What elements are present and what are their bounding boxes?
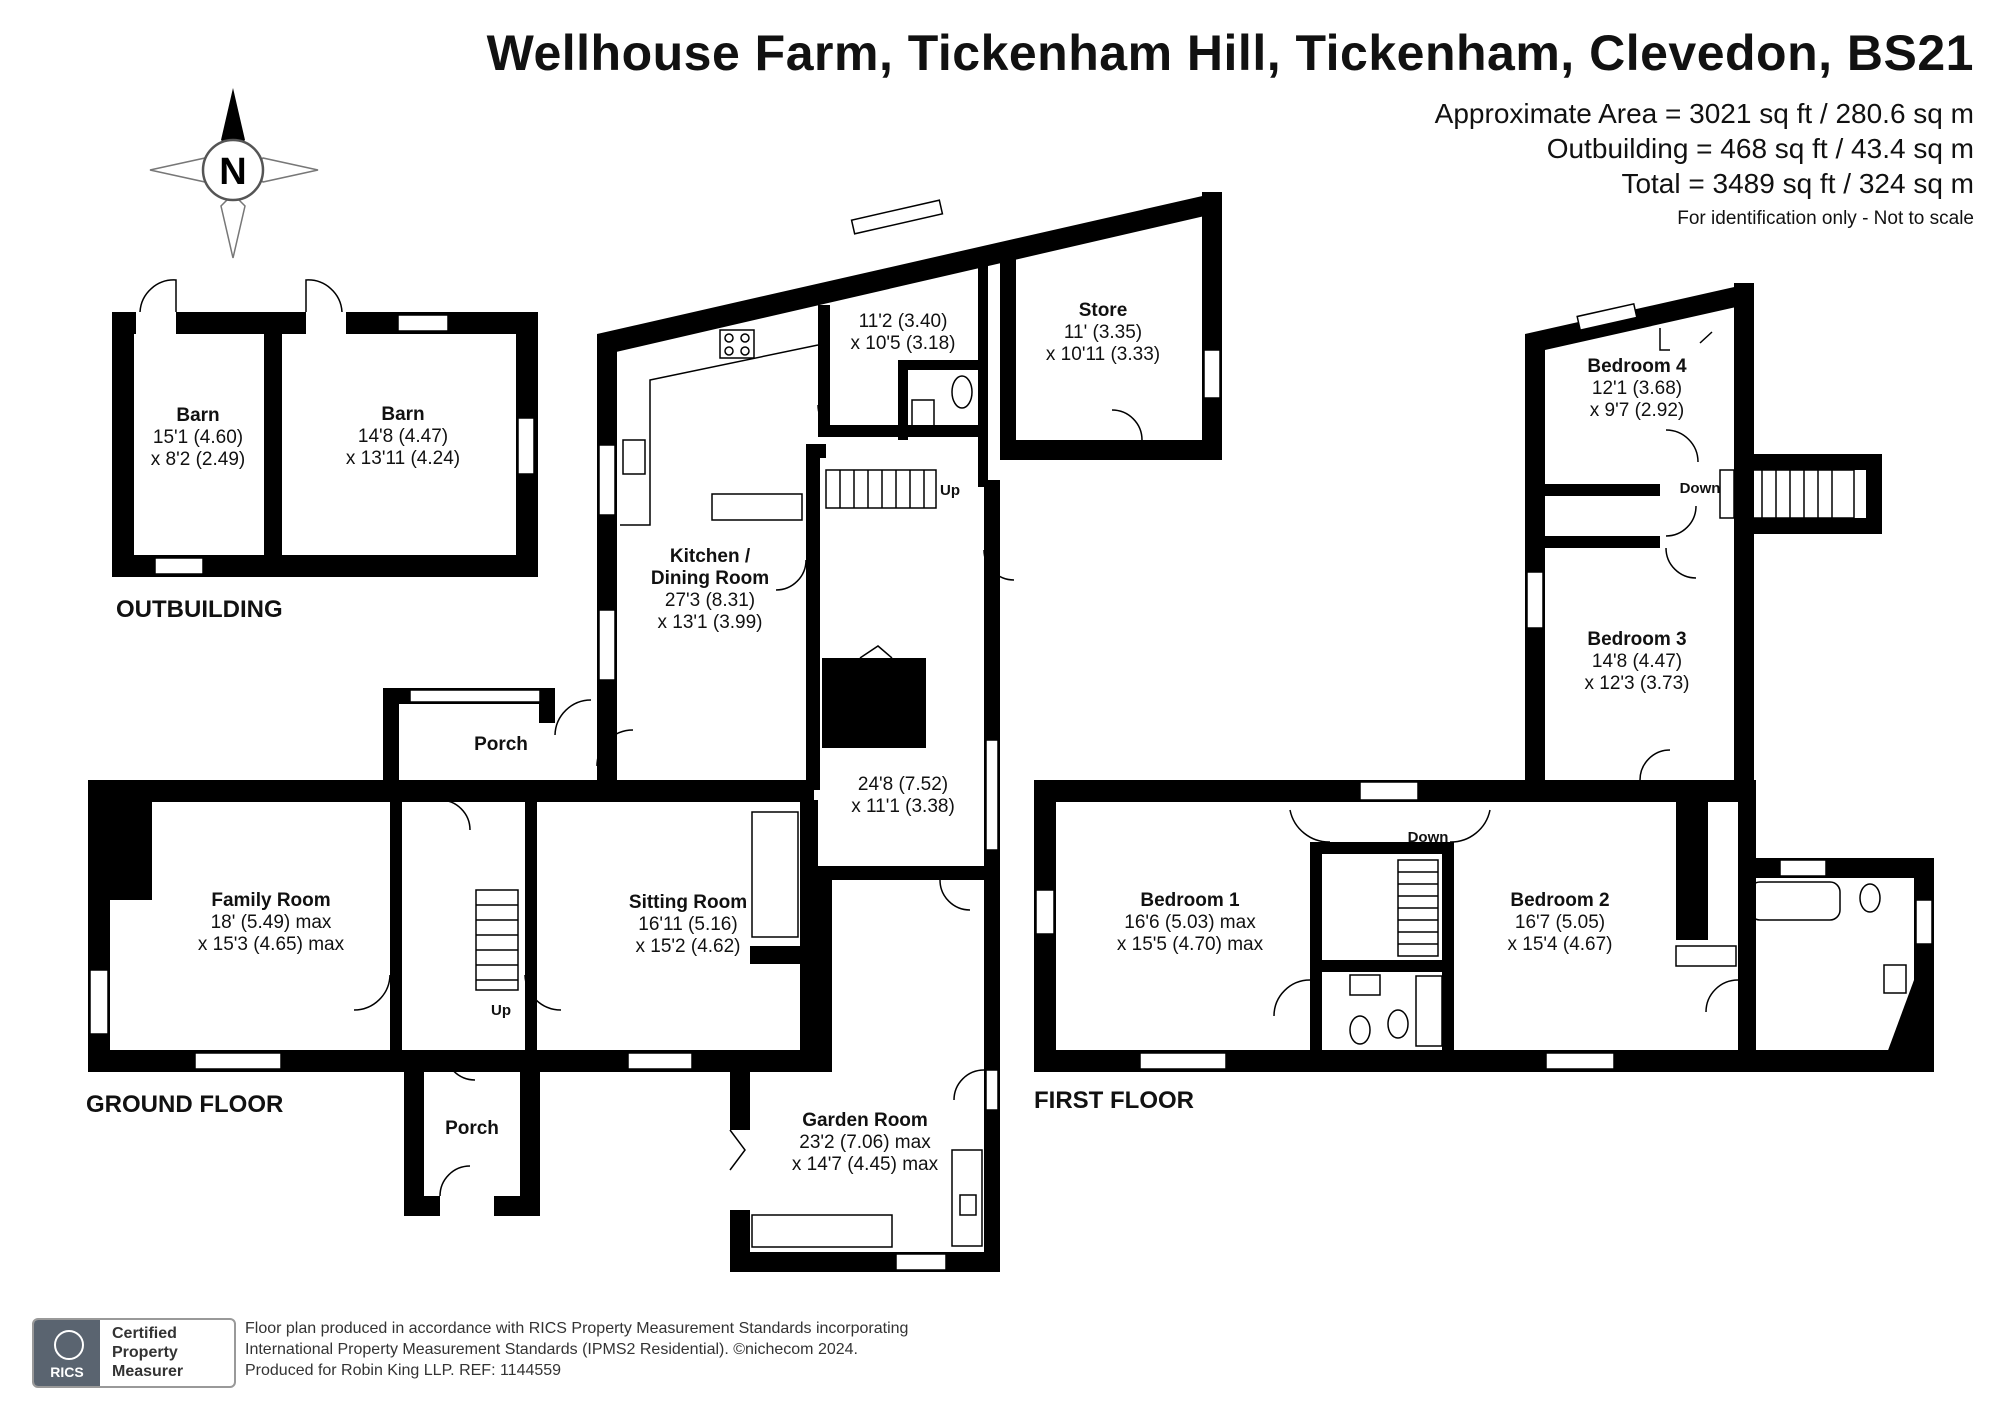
sitting-room-label: Sitting Room: [629, 892, 747, 913]
bedroom-2-dim1: 16'7 (5.05): [1515, 912, 1605, 933]
utility-dim1: 11'2 (3.40): [859, 311, 948, 332]
bedroom-2-dim2: x 15'4 (4.67): [1507, 934, 1612, 955]
bedroom-3-dim2: x 12'3 (3.73): [1584, 673, 1689, 694]
area-total: Total = 3489 sq ft / 324 sq m: [1621, 168, 1974, 199]
first-floor-label: FIRST FLOOR: [1034, 1087, 1194, 1114]
back-porch-label: Porch: [474, 734, 528, 755]
barn-1-dim1: 15'1 (4.60): [153, 427, 243, 448]
kitchen-dim2: x 13'1 (3.99): [657, 612, 762, 633]
kitchen-label-1: Kitchen /: [670, 546, 751, 567]
garden-room-dim2: x 14'7 (4.45) max: [792, 1154, 939, 1175]
store-dim1: 11' (3.35): [1064, 322, 1142, 343]
stair-down-bed4: Down: [1680, 480, 1721, 497]
ground-floor-label: GROUND FLOOR: [86, 1091, 283, 1118]
area-approx: Approximate Area = 3021 sq ft / 280.6 sq…: [1434, 98, 1974, 129]
footer-line-1: Floor plan produced in accordance with R…: [245, 1320, 909, 1337]
rics-badge: RICS Certified Property Measurer: [32, 1318, 236, 1388]
stair-up-hall: Up: [491, 1002, 511, 1019]
rics-badge-text: Certified Property Measurer: [112, 1325, 184, 1380]
front-porch-label: Porch: [445, 1118, 499, 1139]
garden-room-label: Garden Room: [802, 1110, 928, 1131]
store-label: Store: [1079, 300, 1128, 321]
bedroom-4-dim1: 12'1 (3.68): [1592, 378, 1682, 399]
sitting-room-dim2: x 15'2 (4.62): [635, 936, 740, 957]
outbuilding-floor-label: OUTBUILDING: [116, 596, 283, 623]
bedroom-4-dim2: x 9'7 (2.92): [1590, 400, 1684, 421]
bedroom-3-dim1: 14'8 (4.47): [1592, 651, 1682, 672]
barn-2-dim1: 14'8 (4.47): [358, 426, 448, 447]
hall-room-dim2: x 11'1 (3.38): [851, 796, 955, 817]
footer-notes: Floor plan produced in accordance with R…: [245, 1318, 908, 1381]
property-title: Wellhouse Farm, Tickenham Hill, Tickenha…: [486, 25, 1974, 81]
barn-2-dim2: x 13'11 (4.24): [346, 448, 460, 469]
rics-logo-icon: RICS: [34, 1320, 100, 1386]
kitchen-label-2: Dining Room: [651, 568, 769, 589]
disclaimer: For identification only - Not to scale: [1677, 208, 1974, 229]
utility-dim2: x 10'5 (3.18): [850, 333, 955, 354]
bedroom-2-label: Bedroom 2: [1510, 890, 1609, 911]
family-room-dim1: 18' (5.49) max: [211, 912, 332, 933]
first-floor-plan: [1034, 283, 1934, 1072]
footer-line-3: Produced for Robin King LLP. REF: 114455…: [245, 1362, 562, 1379]
garden-room-dim1: 23'2 (7.06) max: [799, 1132, 931, 1153]
store-dim2: x 10'11 (3.33): [1046, 344, 1160, 365]
footer-line-2: International Property Measurement Stand…: [245, 1341, 858, 1358]
rics-logo-text: RICS: [50, 1364, 84, 1380]
family-room-label: Family Room: [211, 890, 330, 911]
stair-down-landing: Down: [1408, 829, 1449, 846]
ground-floor-plan: [88, 192, 1222, 1272]
bedroom-1-dim2: x 15'5 (4.70) max: [1117, 934, 1264, 955]
area-outbuilding: Outbuilding = 468 sq ft / 43.4 sq m: [1546, 133, 1974, 164]
stair-up-kitchen: Up: [940, 482, 960, 499]
compass-north-label: N: [219, 151, 246, 193]
sitting-room-dim1: 16'11 (5.16): [638, 914, 737, 935]
hall-room-dim1: 24'8 (7.52): [858, 774, 948, 795]
bedroom-3-label: Bedroom 3: [1587, 629, 1686, 650]
kitchen-dim1: 27'3 (8.31): [665, 590, 755, 611]
outbuilding-plan: [112, 279, 538, 577]
family-room-dim2: x 15'3 (4.65) max: [198, 934, 345, 955]
bedroom-1-label: Bedroom 1: [1140, 890, 1240, 911]
barn-1-label: Barn: [176, 405, 219, 426]
bedroom-1-dim1: 16'6 (5.03) max: [1124, 912, 1256, 933]
north-compass-icon: N: [149, 88, 319, 259]
bedroom-4-label: Bedroom 4: [1587, 356, 1687, 377]
barn-2-label: Barn: [381, 404, 424, 425]
barn-1-dim2: x 8'2 (2.49): [151, 449, 245, 470]
